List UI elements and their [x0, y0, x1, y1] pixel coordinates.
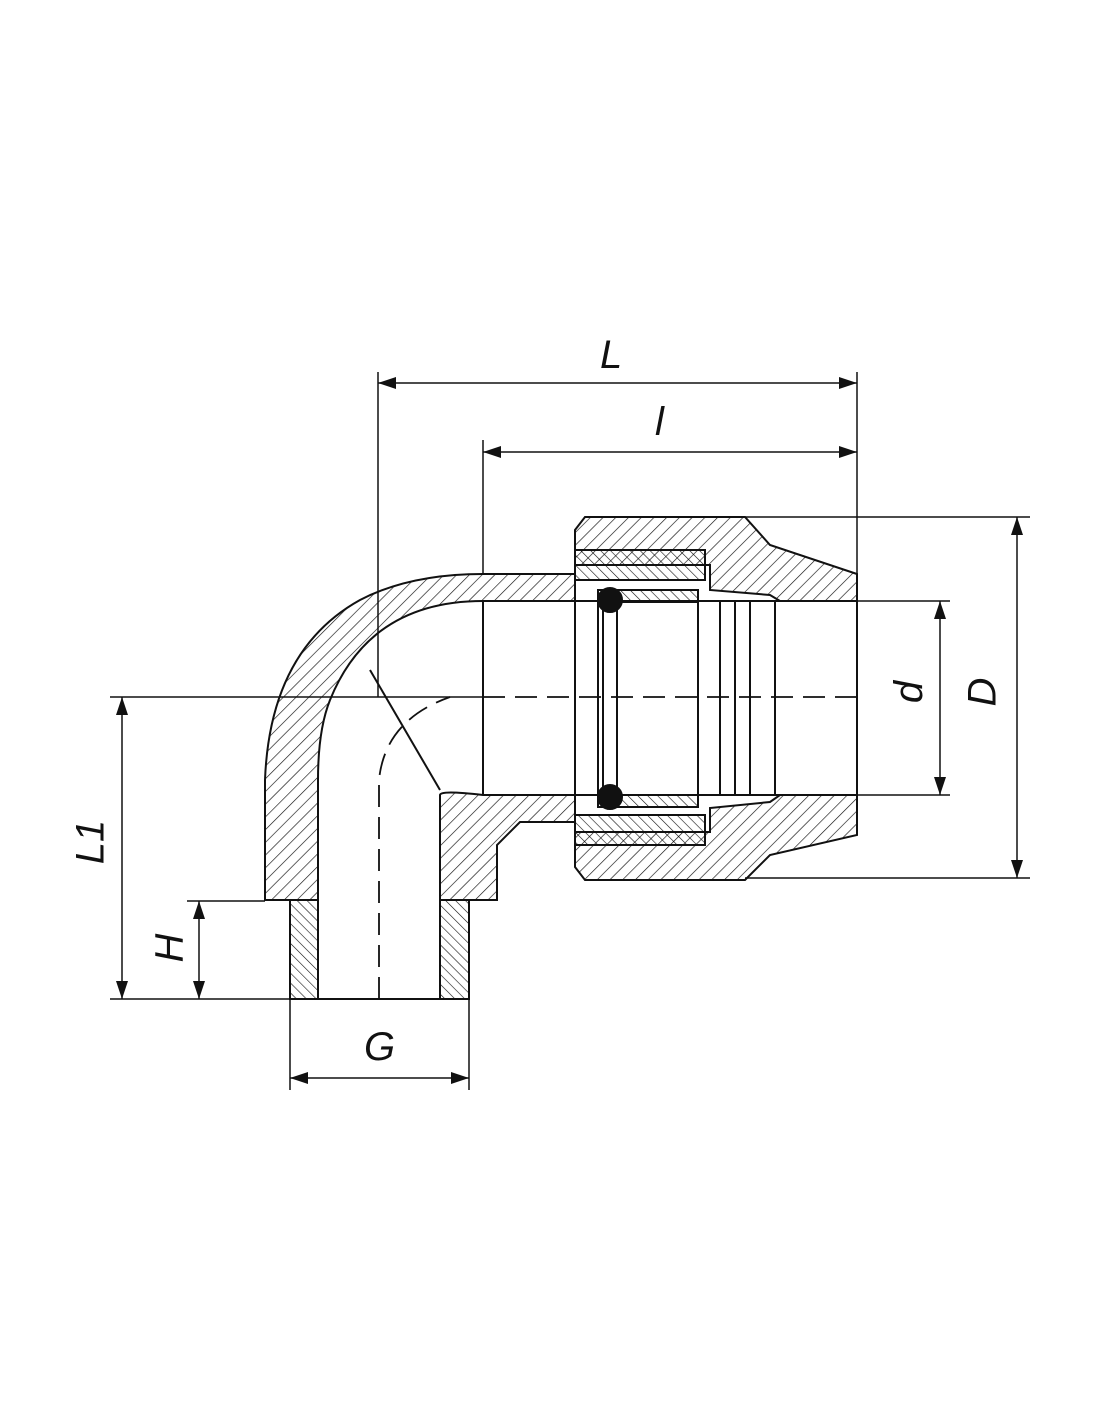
- dim-label-d: d: [887, 680, 932, 704]
- o-ring-bottom: [597, 784, 623, 810]
- dim-label-G: G: [364, 1025, 396, 1069]
- dim-label-L1: L1: [68, 819, 113, 865]
- dim-label-H: H: [147, 933, 192, 963]
- spigot-right-wall: [439, 899, 470, 1000]
- dim-label-L: L: [600, 333, 623, 377]
- o-ring-top: [597, 587, 623, 613]
- dim-label-l: l: [655, 400, 664, 444]
- clamp-ring-top: [574, 549, 706, 581]
- clamp-ring-bottom: [574, 814, 706, 846]
- spigot-left-wall: [289, 899, 319, 1000]
- vertical-centerline: [378, 696, 451, 999]
- elbow-inner-wall: [439, 791, 576, 901]
- dim-label-D: D: [960, 677, 1005, 707]
- elbow-upper-wall: [264, 573, 576, 901]
